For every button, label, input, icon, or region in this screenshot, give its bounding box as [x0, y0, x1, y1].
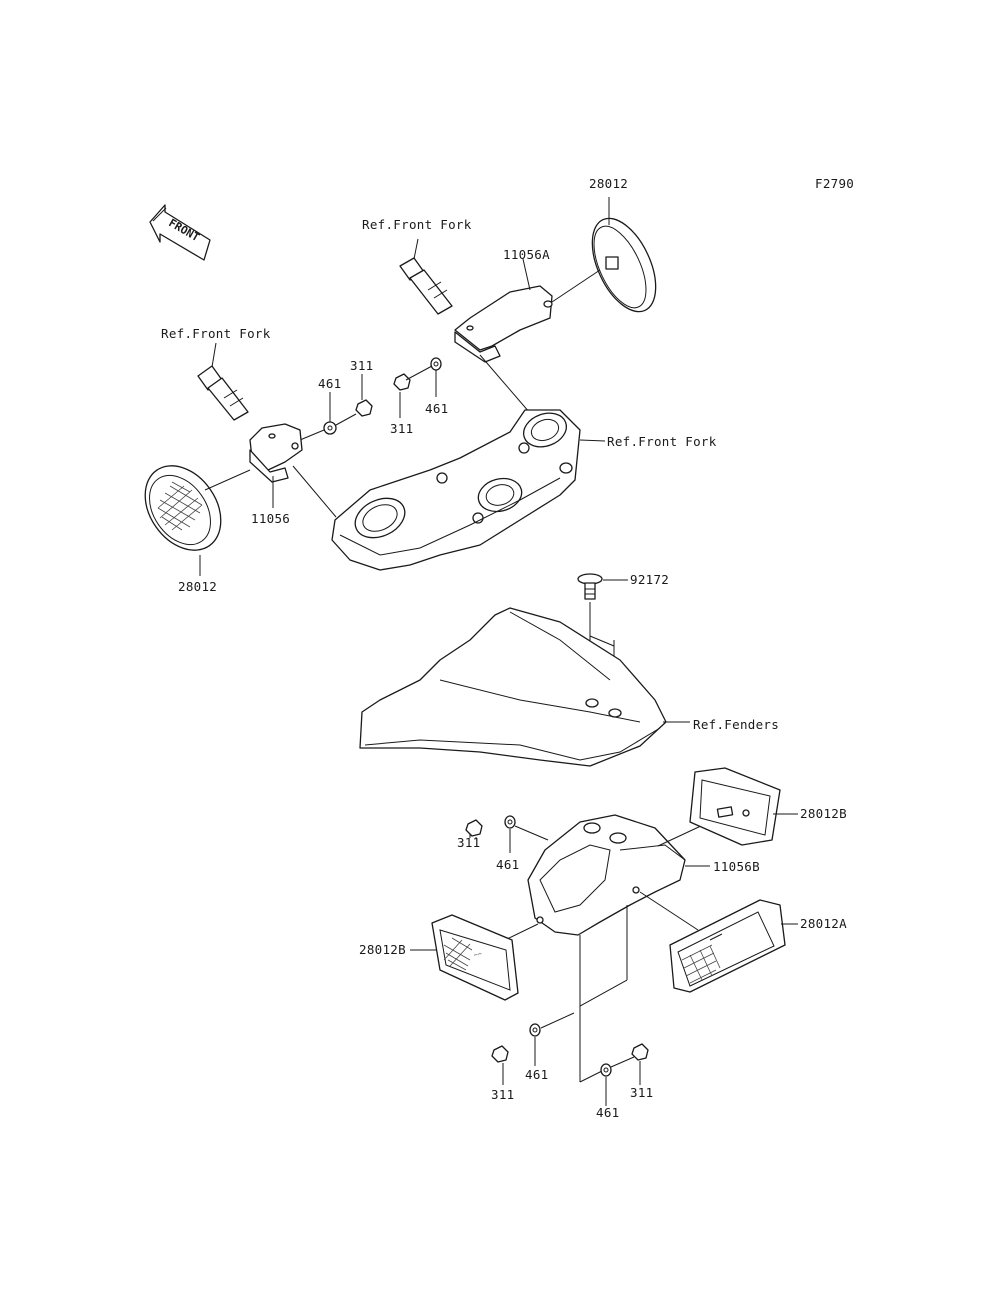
front-arrow-icon: FRONT [149, 204, 211, 261]
label-11056B: 11056B [713, 859, 760, 874]
triple-clamp [331, 409, 581, 571]
bolt-92172 [577, 573, 603, 600]
nut-311-e [631, 1043, 649, 1061]
label-461-b: 461 [425, 401, 449, 416]
nut-311-b [393, 373, 411, 391]
label-ref-fenders: Ref.Fenders [693, 717, 780, 732]
label-28012B-left: 28012B [359, 942, 406, 957]
label-461-c: 461 [496, 857, 520, 872]
label-28012-top: 28012 [589, 176, 629, 191]
label-ref-front-fork-right: Ref.Front Fork [607, 434, 717, 449]
nut-311-a [355, 399, 373, 417]
washer-461-d [529, 1023, 541, 1037]
label-28012A: 28012A [800, 916, 847, 931]
label-28012B-right: 28012B [800, 806, 847, 821]
reflector-28012B-left: ~~ [431, 914, 519, 1001]
washer-461-b [430, 357, 442, 371]
label-ref-front-fork-top: Ref.Front Fork [362, 217, 472, 232]
nut-311-d [491, 1045, 509, 1063]
washer-461-c [504, 815, 516, 829]
label-461-a: 461 [318, 376, 342, 391]
label-461-d: 461 [525, 1067, 549, 1082]
bracket-11056A [454, 285, 553, 363]
label-311-a: 311 [350, 358, 374, 373]
label-311-c: 311 [457, 835, 481, 850]
reflector-28012-left [144, 465, 222, 551]
label-28012-left: 28012 [178, 579, 218, 594]
nut-311-c [465, 819, 483, 837]
label-11056: 11056 [251, 511, 291, 526]
bracket-11056B [527, 814, 686, 936]
reflector-28012A [669, 899, 786, 993]
bolt-top [399, 257, 453, 315]
label-311-d: 311 [491, 1087, 515, 1102]
label-461-e: 461 [596, 1105, 620, 1120]
washer-461-e [600, 1063, 612, 1077]
label-ref-front-fork-left: Ref.Front Fork [161, 326, 271, 341]
label-311-e: 311 [630, 1085, 654, 1100]
label-11056A: 11056A [503, 247, 550, 262]
front-fender [359, 607, 667, 767]
washer-461-a [323, 421, 337, 435]
reflector-28012-top [591, 217, 657, 313]
bolt-left [197, 365, 249, 421]
reflector-logo-text: ~~ [473, 950, 483, 960]
label-92172: 92172 [630, 572, 670, 587]
bracket-11056 [249, 423, 303, 483]
label-311-b: 311 [390, 421, 414, 436]
reflector-28012B-right [689, 767, 781, 846]
figure-code: F2790 [815, 176, 855, 191]
